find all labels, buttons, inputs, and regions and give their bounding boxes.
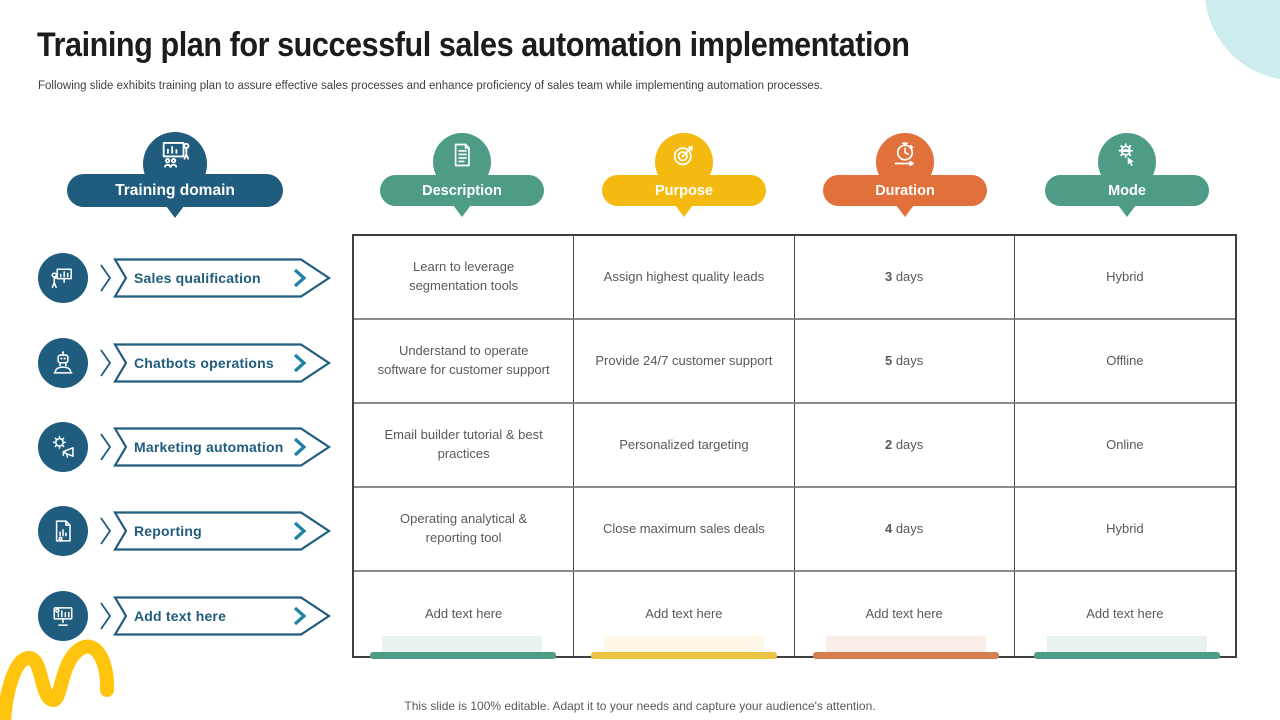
sidebar-banner: Marketing automation (98, 427, 334, 467)
table-cell: Close maximum sales deals (574, 488, 795, 572)
marketing-gear-icon (38, 422, 88, 472)
table-cell: Operating analytical & reporting tool (354, 488, 575, 572)
column-header-label: Purpose (602, 175, 766, 206)
pointer-triangle (896, 205, 914, 217)
column-header-duration: Duration (823, 133, 987, 217)
chatbot-icon (38, 338, 88, 388)
training-plan-table: Learn to leverage segmentation tools Ass… (352, 234, 1237, 658)
table-cell: Provide 24/7 customer support (574, 320, 795, 404)
pointer-triangle (1118, 205, 1136, 217)
sidebar-banner: Chatbots operations (98, 343, 334, 383)
table-cell: Hybrid (1014, 236, 1235, 320)
column-tint (382, 636, 542, 652)
column-underline-bar (370, 652, 556, 659)
sidebar-item-marketing-automation: Marketing automation (38, 422, 338, 472)
column-header-purpose: Purpose (602, 133, 766, 217)
sidebar-item-label: Reporting (134, 523, 202, 539)
brand-squiggle-logo (0, 639, 115, 720)
table-cell-placeholder: Add text here (1086, 605, 1164, 621)
table-cell-placeholder: Add text here (354, 572, 575, 656)
table-cell: Offline (1014, 320, 1235, 404)
sidebar-item-label: Add text here (134, 608, 227, 624)
column-header-mode: Mode (1045, 133, 1209, 217)
table-cell: Email builder tutorial & best practices (354, 404, 575, 488)
report-document-icon (38, 506, 88, 556)
column-tint (826, 636, 986, 652)
column-header-label: Mode (1045, 175, 1209, 206)
sidebar-item-label: Marketing automation (134, 439, 284, 455)
sidebar-banner: Reporting (98, 511, 334, 551)
pointer-triangle (675, 205, 693, 217)
column-underline-bar (1034, 652, 1220, 659)
sidebar-item-label: Chatbots operations (134, 355, 274, 371)
page-subtitle: Following slide exhibits training plan t… (38, 80, 823, 92)
column-header-description: Description (380, 133, 544, 217)
corner-decoration (1205, 0, 1280, 80)
table-cell: 5 days (794, 320, 1015, 404)
table-cell: Personalized targeting (574, 404, 795, 488)
column-header-label: Duration (823, 175, 987, 206)
table-cell: 2 days (794, 404, 1015, 488)
training-domain-label: Training domain (67, 174, 283, 207)
monitor-chart-icon (38, 591, 88, 641)
sidebar-item-sales-qualification: Sales qualification (38, 253, 338, 303)
table-cell: 4 days (794, 488, 1015, 572)
table-cell: Learn to leverage segmentation tools (354, 236, 575, 320)
column-tint (604, 636, 764, 652)
training-domain-header: Training domain (67, 132, 283, 218)
table-cell: Online (1014, 404, 1235, 488)
table-cell-placeholder: Add text here (574, 572, 795, 656)
column-header-label: Description (380, 175, 544, 206)
sidebar-item-label: Sales qualification (134, 270, 261, 286)
pointer-triangle (453, 205, 471, 217)
table-cell-placeholder: Add text here (795, 572, 1015, 656)
table-cell: Understand to operate software for custo… (354, 320, 575, 404)
column-underline-bar (591, 652, 777, 659)
column-underline-bar (813, 652, 999, 659)
sidebar-item-add-text: Add text here (38, 591, 338, 641)
sidebar-banner: Add text here (98, 596, 334, 636)
footer-note: This slide is 100% editable. Adapt it to… (404, 699, 876, 713)
page-title: Training plan for successful sales autom… (37, 26, 910, 64)
sidebar-item-chatbots-operations: Chatbots operations (38, 338, 338, 388)
pointer-triangle (166, 206, 184, 218)
table-cell: Hybrid (1014, 488, 1235, 572)
column-tint (1047, 636, 1207, 652)
table-cell: Assign highest quality leads (574, 236, 795, 320)
table-cell: 3 days (794, 236, 1015, 320)
sidebar-item-reporting: Reporting (38, 506, 338, 556)
sales-presentation-icon (38, 253, 88, 303)
sidebar-banner: Sales qualification (98, 258, 334, 298)
